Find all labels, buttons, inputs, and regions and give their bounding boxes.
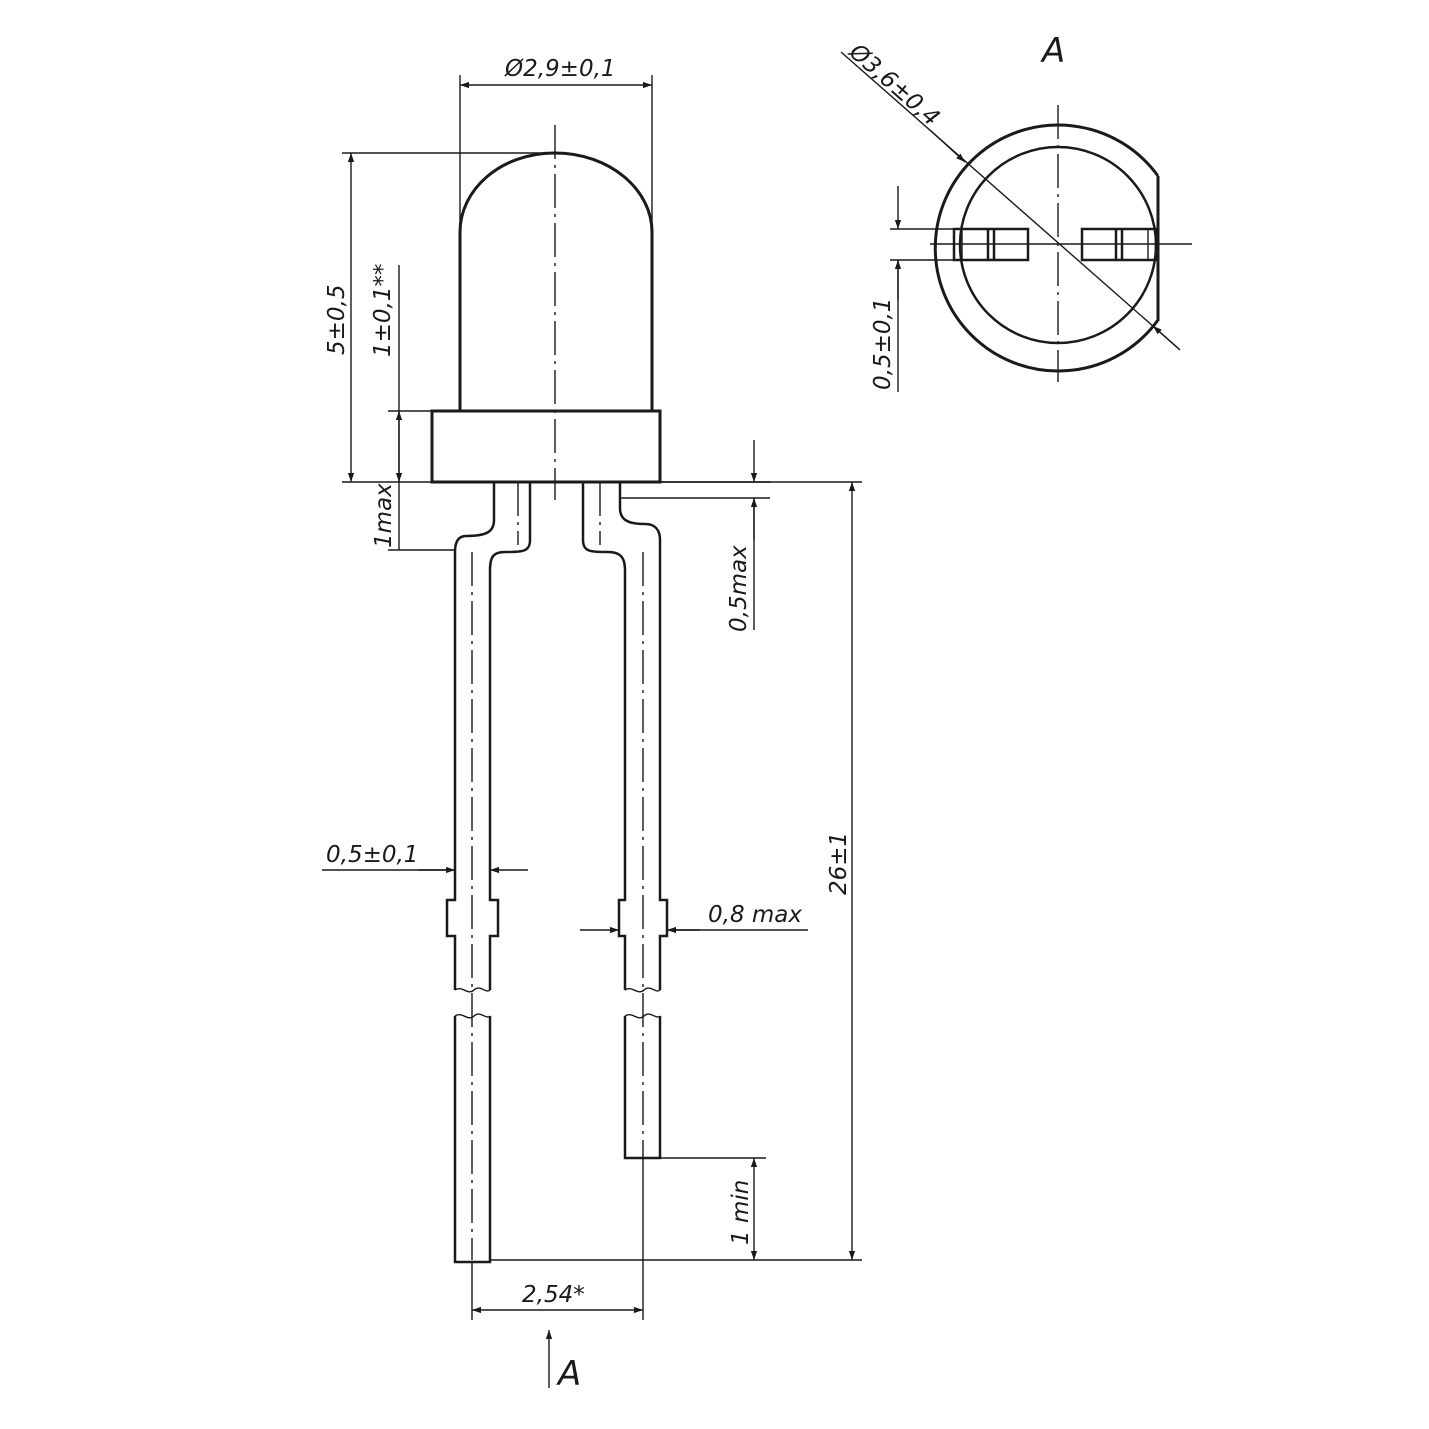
lead-left — [445, 481, 532, 1264]
flange-diameter-label: Ø3,6±0,4 — [843, 38, 944, 131]
lead-thickness-label: 0,5±0,1 — [870, 298, 896, 390]
lens-dome — [458, 151, 654, 412]
view-a-flange — [933, 123, 1160, 373]
section-arrow-label: A — [556, 1354, 581, 1394]
bend-offset-label: 1max — [371, 483, 397, 548]
body-height-label: 5±0,5 — [324, 285, 350, 355]
overall-length-label: 26±1 — [826, 832, 852, 895]
kink-width-label: 0,8 max — [708, 902, 802, 928]
lead-width-label: 0,5±0,1 — [326, 842, 418, 868]
pitch-label: 2,54* — [522, 1282, 585, 1308]
dimensions-side: Ø2,9±0,1 5±0,5 1±0,1** 1max 0,5max 0,5±0… — [322, 56, 862, 1394]
lead-stub-label: 0,5max — [726, 545, 752, 632]
lens-diameter-label: Ø2,9±0,1 — [504, 56, 616, 82]
flange-height-label: 1±0,1** — [370, 264, 396, 357]
lead-right — [581, 481, 669, 1160]
view-a-title: A — [1040, 31, 1065, 71]
flange — [430, 409, 662, 484]
view-a: A Ø3,6±0,4 0,5±0,1 — [840, 31, 1192, 392]
view-a-lead-left — [952, 227, 1030, 262]
side-view — [430, 125, 669, 1264]
lead-difference-label: 1 min — [728, 1180, 754, 1245]
view-a-lead-right — [1080, 227, 1158, 262]
